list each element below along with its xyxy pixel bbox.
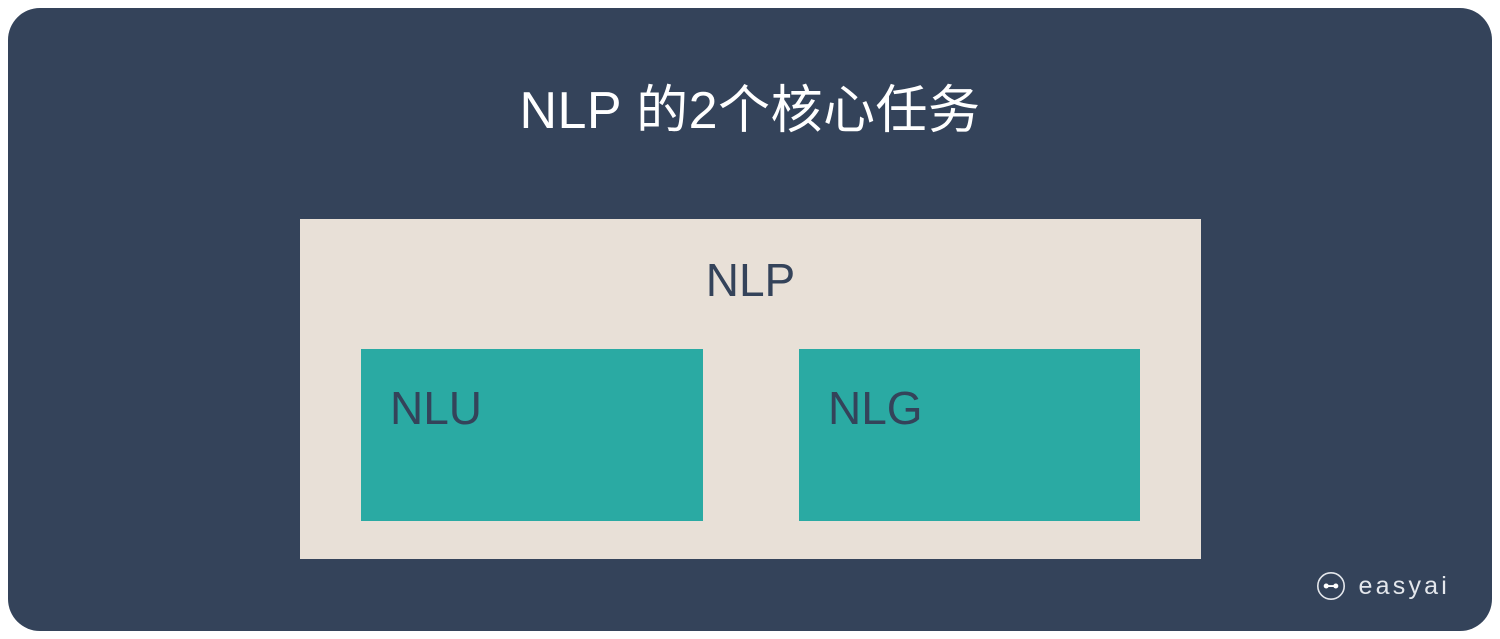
nlp-container-box: NLP NLU NLG — [300, 219, 1201, 559]
task-label-nlg: NLG — [828, 382, 923, 434]
page-title: NLP 的2个核心任务 — [519, 82, 981, 140]
diagram-panel: NLP 的2个核心任务 NLP NLU NLG easyai — [8, 8, 1492, 631]
easyai-circle-dumbbell-icon — [1316, 572, 1345, 600]
task-label-nlu: NLU — [390, 382, 483, 434]
nlp-container-label: NLP — [705, 254, 796, 306]
task-box-nlu: NLU — [361, 349, 703, 521]
task-box-nlg: NLG — [799, 349, 1140, 521]
easyai-wordmark: easyai — [1358, 572, 1450, 600]
easyai-logo: easyai — [1316, 571, 1450, 601]
